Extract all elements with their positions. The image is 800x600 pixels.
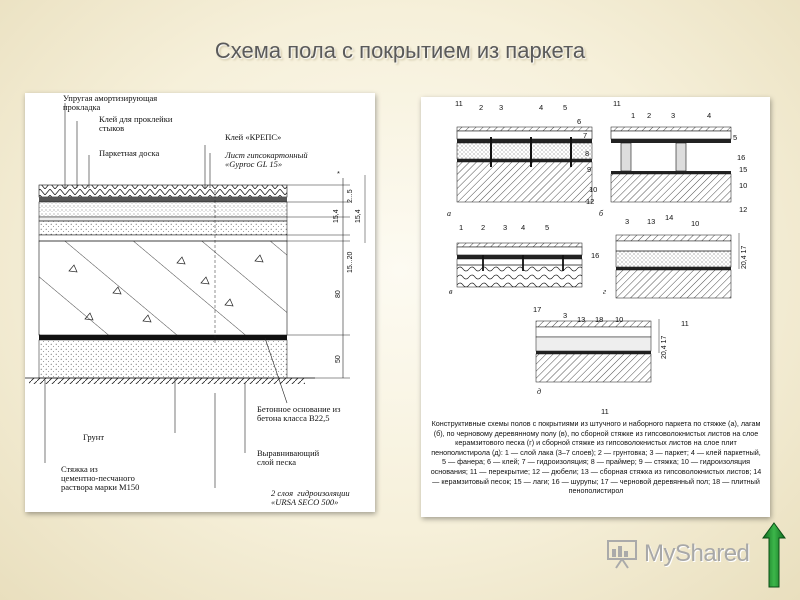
callout-number: 11 <box>601 407 609 416</box>
callout-number: 17 <box>533 305 542 314</box>
callout-number: 18 <box>595 315 604 324</box>
scheme-v <box>456 242 583 288</box>
scheme-letter: г <box>603 287 607 296</box>
callout-number: 3 <box>671 111 676 120</box>
scheme-a <box>456 126 593 203</box>
scheme-b <box>610 126 732 203</box>
label-parquet-board: Паркетная доска <box>99 148 160 158</box>
callout-number: 10 <box>691 219 700 228</box>
callout-number: 15 <box>739 165 748 174</box>
callout-number: 11 <box>681 319 689 328</box>
callout-number: 14 <box>665 213 674 222</box>
drawing-caption: Конструктивные схемы полов с покрытиями … <box>430 419 762 496</box>
callout-number: 6 <box>577 117 582 126</box>
callout-number: 7 <box>583 131 588 140</box>
scheme-letter: а <box>447 209 451 218</box>
callout-number: 10 <box>739 181 748 190</box>
callout-number: 2 <box>479 103 484 112</box>
scheme-g <box>615 233 740 299</box>
callout-number: 4 <box>539 103 544 112</box>
myshared-logo: MyShared <box>606 534 750 574</box>
label-gypsum-sheet: Лист гипсокартонный «Gyproc GL 15» <box>225 150 308 169</box>
label-joint-glue: Клей для проклейки стыков <box>99 114 173 133</box>
up-arrow-icon <box>762 522 786 588</box>
scheme-d <box>535 319 660 383</box>
dimension-label: 15,4 <box>333 209 340 223</box>
callout-number: 5 <box>545 223 550 232</box>
label-leveling-sand: Выравнивающий слой песка <box>257 448 320 467</box>
label-concrete-base: Бетонное основание из бетона класса В22,… <box>257 404 341 423</box>
callout-number: 3 <box>563 311 568 320</box>
projector-screen-icon <box>607 540 637 569</box>
callout-number: 3 <box>499 103 504 112</box>
dimension-label: 15,4 <box>355 209 362 223</box>
logo-text: MyShared <box>644 540 750 567</box>
callout-number: 10 <box>589 185 598 194</box>
construction-schemes-drawing: 11 2 3 4 5 6 7 8 9 10 12 а 11 1 2 3 4 5 … <box>421 97 770 517</box>
label-waterproofing: 2 слоя гидроизоляции «URSA SECO 500» <box>271 488 350 507</box>
callout-number: 11 <box>613 99 621 108</box>
callout-number: 16 <box>737 153 746 162</box>
construction-schemes-svg <box>456 126 740 383</box>
callout-number: 5 <box>733 133 738 142</box>
callout-number: 4 <box>707 111 712 120</box>
callout-number: 10 <box>615 315 624 324</box>
callout-number: 11 <box>455 99 463 108</box>
scheme-letter: б <box>599 209 604 218</box>
star-mark: * <box>337 169 340 178</box>
callout-number: 13 <box>647 217 656 226</box>
dimension-label: 2...5 <box>347 189 354 203</box>
callout-number: 9 <box>587 165 592 174</box>
callout-number: 16 <box>591 251 600 260</box>
dimension-label: 15...20 <box>347 251 354 273</box>
dimension-label: 50 <box>335 355 342 363</box>
dimension-label: 20,4 17 <box>661 335 668 359</box>
callout-number: 1 <box>459 223 464 232</box>
dimension-label: 20,4 17 <box>741 245 748 269</box>
callout-number: 8 <box>585 149 590 158</box>
callout-number: 1 <box>631 111 636 120</box>
dimension-label: 80 <box>335 290 342 298</box>
callout-number: 13 <box>577 315 586 324</box>
label-ground: Грунт <box>83 432 105 442</box>
up-arrow-button[interactable] <box>762 522 786 593</box>
callout-number: 2 <box>481 223 486 232</box>
scheme-letter: д <box>537 387 542 396</box>
callout-number: 3 <box>625 217 630 226</box>
callout-number: 4 <box>521 223 526 232</box>
scheme-letter: в <box>449 287 453 296</box>
label-screed: Стяжка из цементно-песчаного раствора ма… <box>61 464 140 492</box>
floor-section-svg <box>25 103 366 488</box>
callout-number: 5 <box>563 103 568 112</box>
callout-number: 12 <box>586 197 595 206</box>
label-glue-kreps: Клей «КРЕПС» <box>225 132 282 142</box>
floor-section-drawing: Упругая амортизирующая прокладка Клей дл… <box>25 93 375 512</box>
label-elastic-layer: Упругая амортизирующая прокладка <box>63 93 158 112</box>
slide-title: Схема пола с покрытием из паркета <box>214 38 586 63</box>
callout-number: 12 <box>739 205 748 214</box>
callout-number: 2 <box>647 111 652 120</box>
callout-number: 3 <box>503 223 508 232</box>
